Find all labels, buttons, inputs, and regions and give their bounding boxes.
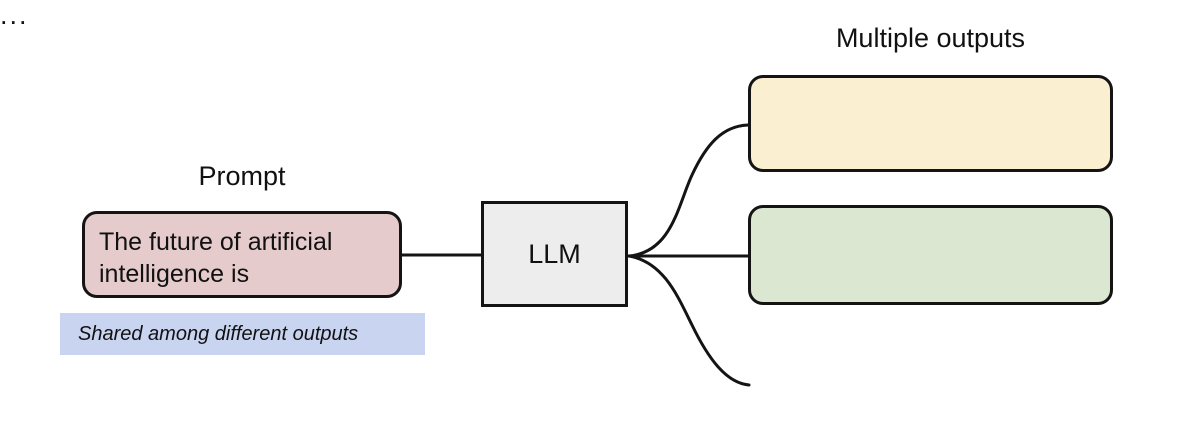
llm-label: LLM	[528, 238, 581, 269]
prompt-title: Prompt	[198, 161, 286, 191]
shared-among-outputs-note-text: Shared among different outputs	[78, 322, 359, 345]
prompt-box[interactable]: The future of artificial intelligence is	[82, 211, 402, 298]
shared-among-outputs-note: Shared among different outputs	[60, 313, 425, 355]
edge-llm-to-output-1	[627, 123, 750, 258]
llm-box[interactable]: LLM	[481, 201, 628, 307]
multiple-outputs-title: Multiple outputs	[835, 23, 1026, 53]
output-box-2[interactable]	[748, 205, 1113, 305]
prompt-text: The future of artificial intelligence is	[99, 228, 333, 288]
edge-llm-to-ellipsis	[627, 254, 751, 387]
output-box-1[interactable]	[748, 75, 1113, 172]
more-outputs-ellipsis: ...	[0, 0, 29, 30]
